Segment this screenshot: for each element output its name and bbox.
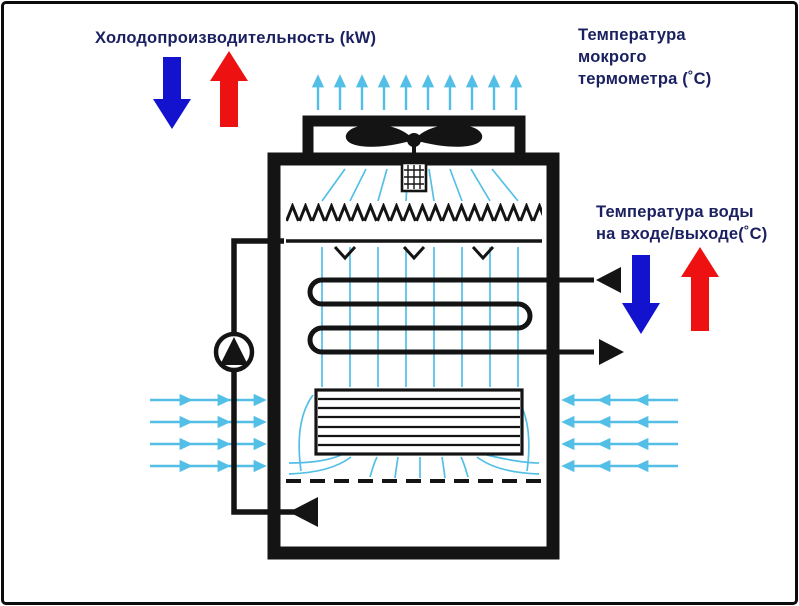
water-inlet-triangle (596, 267, 621, 293)
air-inlet-arrows-left (150, 393, 267, 473)
fan-housing (302, 115, 526, 160)
label-cooling-capacity: Холодопроизводительность (kW) (95, 29, 377, 47)
label-line: термометра (˚C) (578, 70, 712, 88)
spray-header (286, 239, 542, 261)
sump-outlet-triangle (289, 497, 318, 527)
cooling-capacity-up-arrow (210, 51, 248, 127)
drift-eliminator (286, 203, 542, 222)
cooling-capacity-down-arrow (153, 57, 191, 129)
fill-pack (314, 388, 524, 456)
air-outlet-arrows (311, 74, 523, 110)
serpentine-coil (307, 277, 594, 355)
water-temp-up-arrow (681, 247, 719, 331)
label-line: на входе/выходе(˚C) (596, 225, 768, 243)
water-temp-down-arrow (622, 255, 660, 334)
coil-circuit (307, 267, 624, 365)
air-inlet-arrows-right (561, 393, 678, 473)
fan-motor-icon (400, 146, 428, 193)
label-wet-bulb-temperature: Температура мокрого термометра (˚C) (578, 24, 711, 90)
label-line: Температура (578, 26, 686, 44)
spray-nozzle-icon (471, 245, 495, 261)
spray-nozzle-icon (402, 245, 426, 261)
airflow-streamlines (288, 168, 540, 479)
spray-nozzle-icon (333, 245, 357, 261)
pump-icon (213, 331, 255, 373)
water-outlet-triangle (599, 339, 624, 365)
fan-icon (345, 124, 483, 147)
label-line: Температура воды (596, 203, 754, 221)
label-line: мокрого (578, 48, 647, 66)
label-water-temperature: Температура воды на входе/выходе(˚C) (596, 201, 767, 245)
